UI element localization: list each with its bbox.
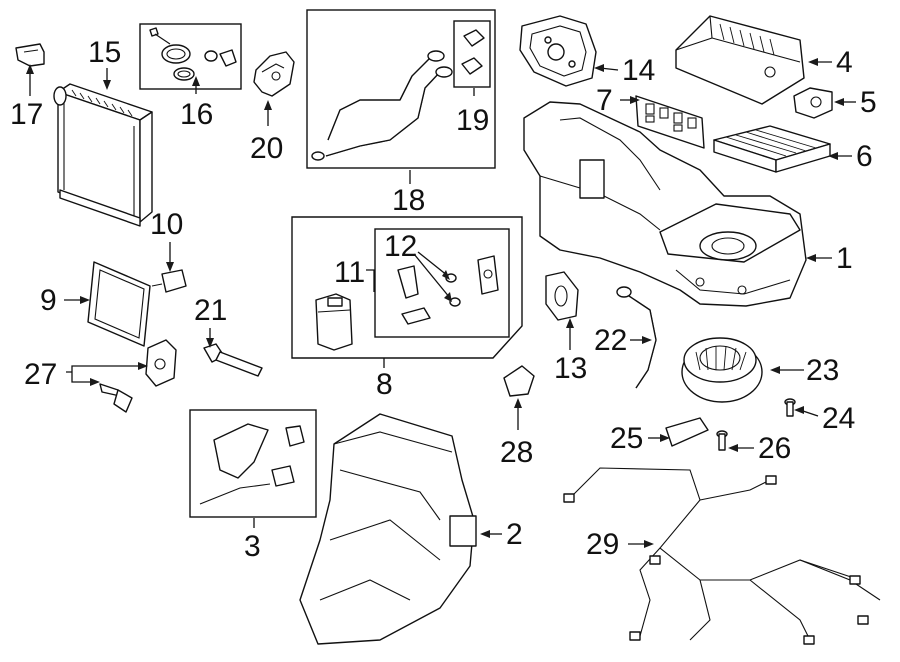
callout-16: 16 bbox=[180, 98, 213, 131]
group-box-3 bbox=[189, 409, 317, 518]
callout-29: 29 bbox=[586, 528, 619, 561]
group-box-8 bbox=[291, 216, 523, 359]
actuator-5 bbox=[793, 87, 833, 119]
callout-9: 9 bbox=[40, 284, 57, 317]
cabin-filter-6 bbox=[713, 125, 831, 173]
resistor-25 bbox=[665, 417, 709, 447]
callout-18: 18 bbox=[392, 184, 425, 217]
lower-housing-2 bbox=[299, 413, 477, 645]
upper-case-4 bbox=[675, 15, 805, 105]
screw-26 bbox=[716, 430, 728, 451]
callout-26: 26 bbox=[758, 432, 791, 465]
callout-13: 13 bbox=[554, 352, 587, 385]
callout-5: 5 bbox=[860, 86, 877, 119]
bracket-20 bbox=[253, 51, 295, 97]
refrigerant-lines-18 bbox=[311, 50, 453, 161]
group-box-16 bbox=[139, 23, 242, 90]
callout-25: 25 bbox=[610, 422, 643, 455]
caps-19 bbox=[461, 29, 485, 75]
temp-sensor-21 bbox=[203, 343, 263, 377]
callout-27: 27 bbox=[24, 358, 57, 391]
callout-23: 23 bbox=[806, 354, 839, 387]
actuator-27 bbox=[99, 339, 177, 413]
callout-1: 1 bbox=[836, 242, 853, 275]
screw-24 bbox=[784, 398, 796, 417]
callout-14: 14 bbox=[622, 54, 655, 87]
callout-19: 19 bbox=[456, 104, 489, 137]
callout-12: 12 bbox=[384, 230, 417, 263]
wiring-harness-29 bbox=[563, 467, 881, 645]
callout-24: 24 bbox=[822, 402, 855, 435]
evaporator-core bbox=[53, 83, 153, 227]
sensor-10 bbox=[151, 269, 187, 293]
clip-17 bbox=[15, 43, 45, 67]
callout-3: 3 bbox=[244, 530, 261, 563]
callout-2: 2 bbox=[506, 518, 523, 551]
leader-lines bbox=[26, 58, 856, 548]
callout-10: 10 bbox=[150, 208, 183, 241]
linkage-set-3 bbox=[199, 423, 305, 505]
hose-22 bbox=[616, 286, 657, 389]
seal-kit-16 bbox=[149, 27, 237, 81]
cover-9 bbox=[87, 261, 151, 347]
callout-6: 6 bbox=[856, 140, 873, 173]
blower-motor-23 bbox=[681, 337, 763, 403]
grommet-13 bbox=[545, 271, 579, 321]
callout-28: 28 bbox=[500, 436, 533, 469]
valve-kit-12 bbox=[397, 255, 499, 325]
group-box-18 bbox=[306, 9, 496, 169]
callout-15: 15 bbox=[88, 36, 121, 69]
callout-4: 4 bbox=[836, 46, 853, 79]
callout-11: 11 bbox=[334, 256, 365, 289]
hvac-housing-1 bbox=[523, 101, 807, 307]
callout-labels: 15 17 16 20 18 19 14 4 5 7 6 1 10 9 21 2… bbox=[10, 36, 877, 563]
filter-frame-7 bbox=[635, 95, 705, 149]
callout-17: 17 bbox=[10, 98, 43, 131]
callout-7: 7 bbox=[596, 84, 613, 117]
sensor-28 bbox=[503, 365, 535, 397]
group-box-19 bbox=[453, 20, 491, 88]
seal-14 bbox=[519, 15, 597, 87]
callout-22: 22 bbox=[594, 324, 627, 357]
callout-21: 21 bbox=[194, 294, 227, 327]
motor-11 bbox=[315, 293, 353, 351]
callout-8: 8 bbox=[376, 368, 393, 401]
callout-20: 20 bbox=[250, 132, 283, 165]
group-box-11 bbox=[374, 228, 510, 338]
